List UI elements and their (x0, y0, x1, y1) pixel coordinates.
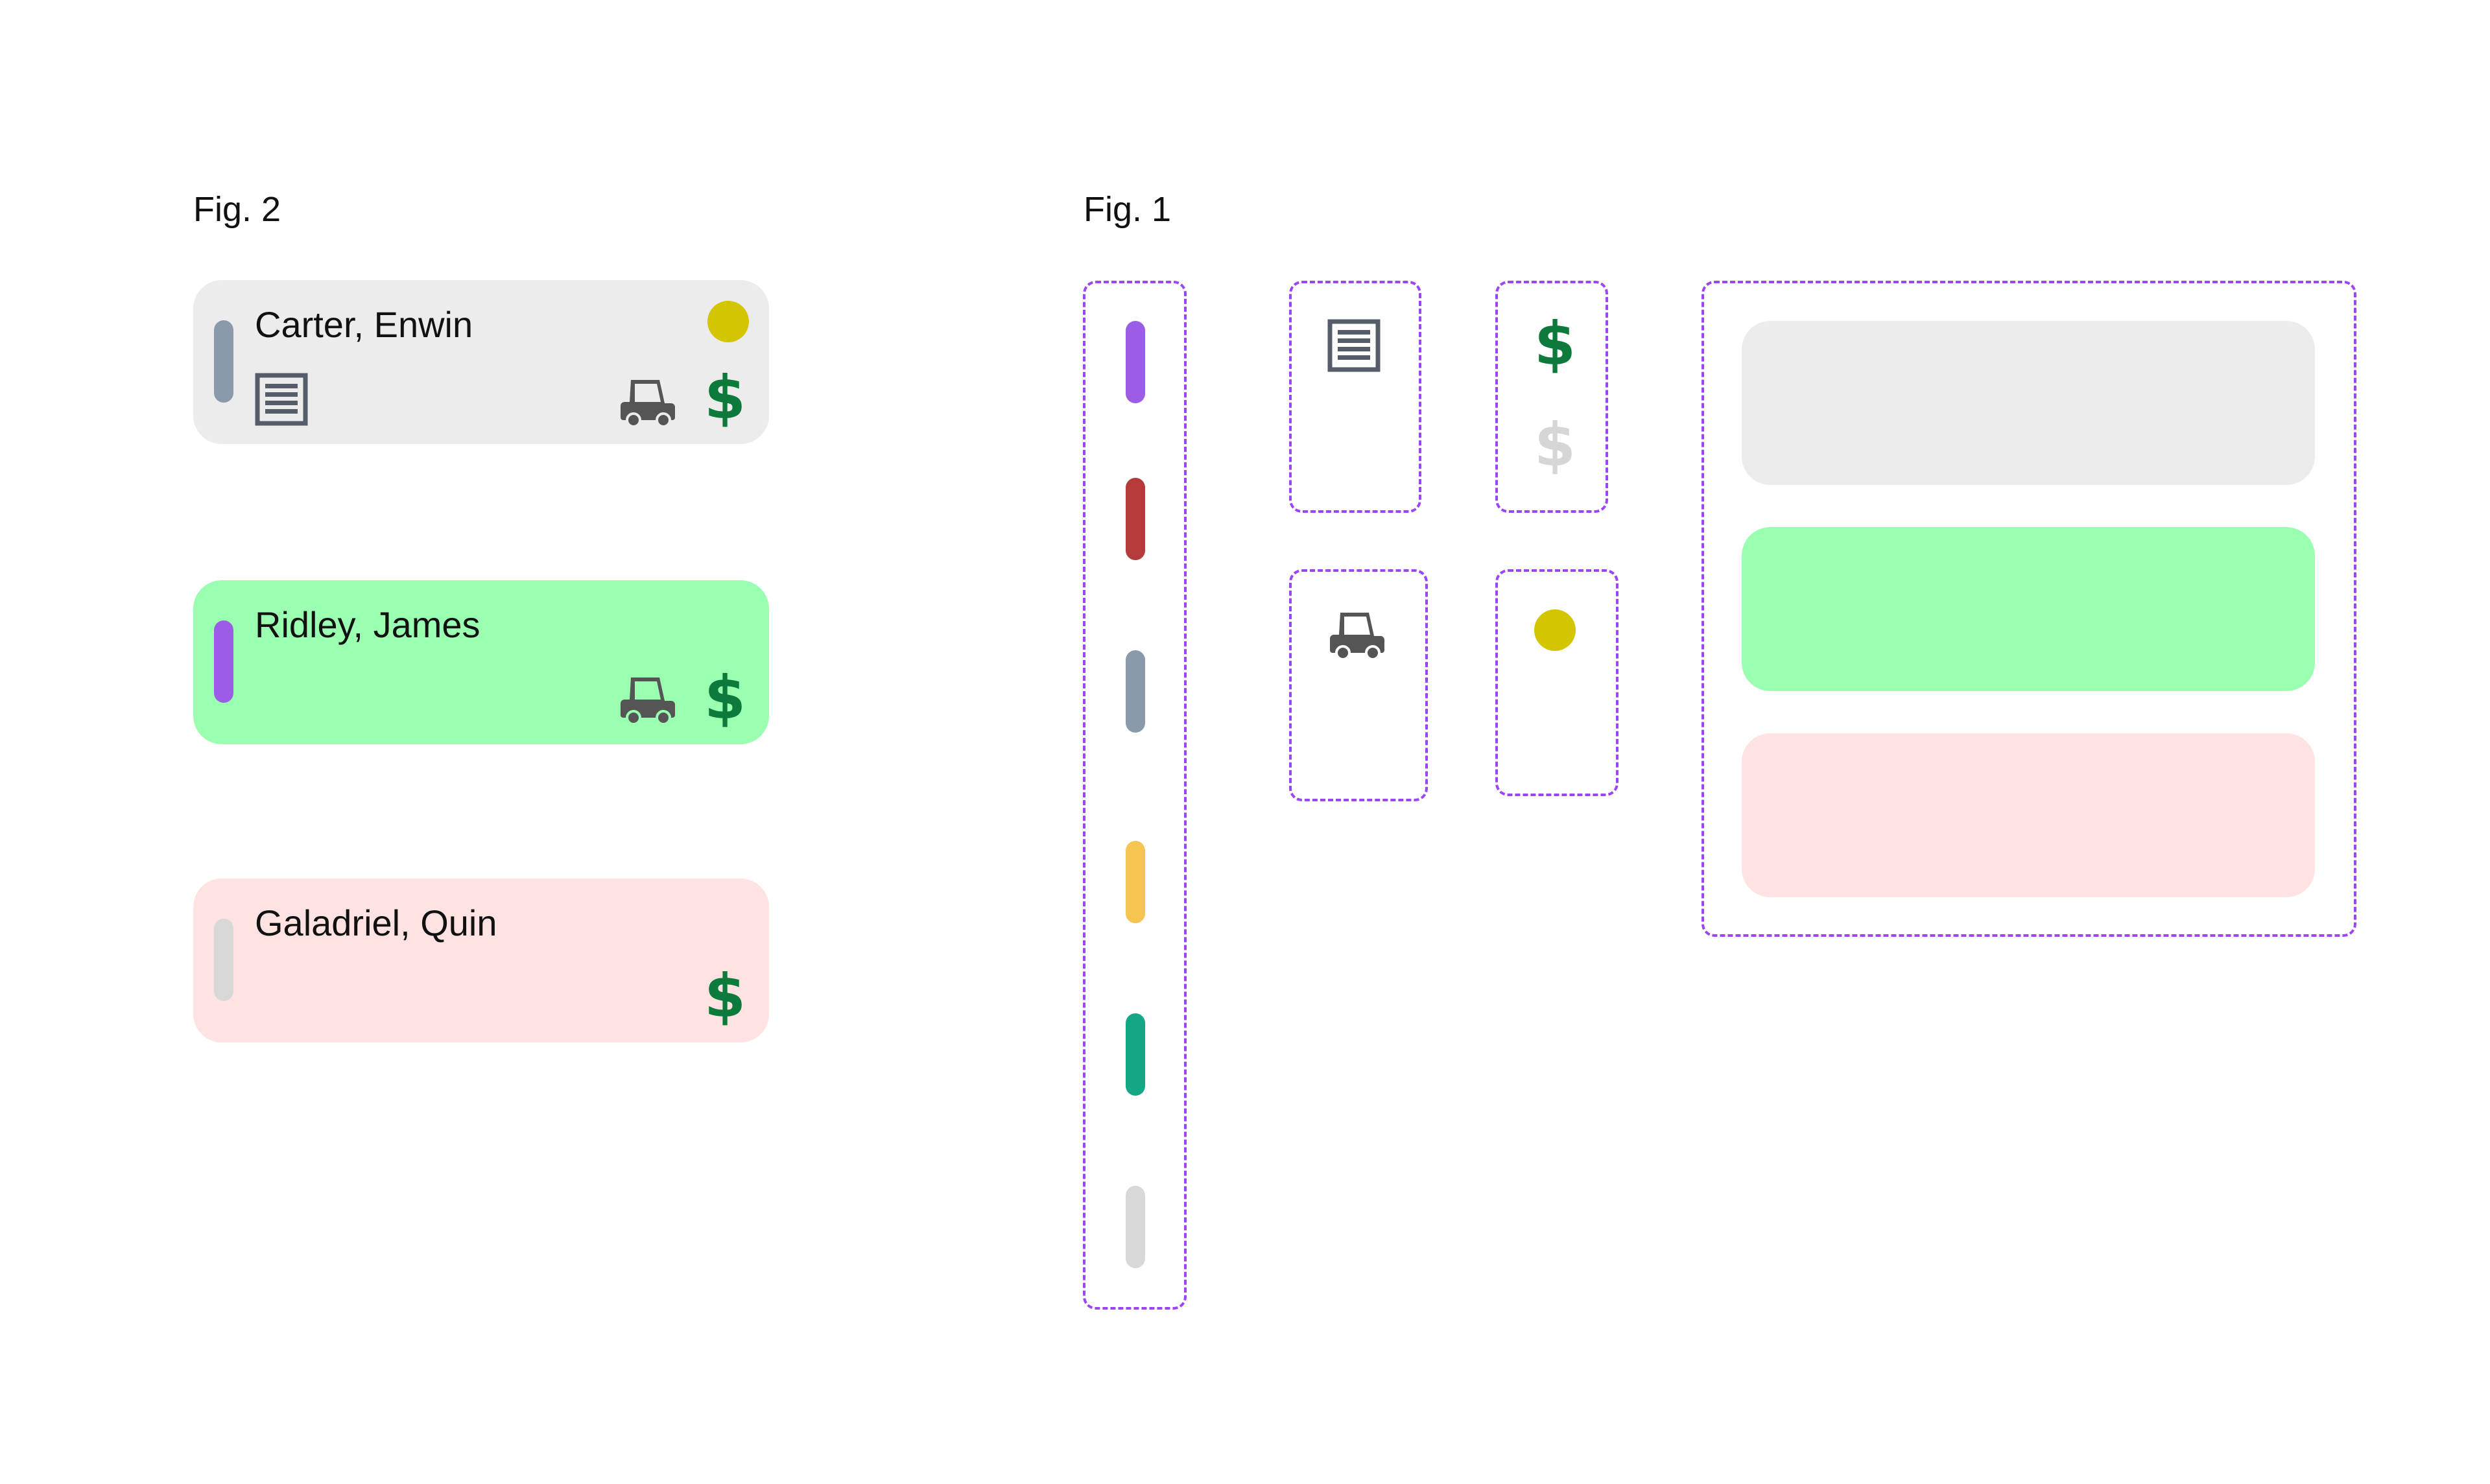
status-stripe (214, 620, 233, 703)
person-name: Carter, Enwin (255, 304, 473, 345)
fig2-label: Fig. 2 (193, 190, 281, 229)
person-card[interactable]: Ridley, James $ (193, 580, 769, 744)
golf-cart-icon-frame (1289, 569, 1428, 801)
golf-cart-icon (621, 677, 675, 725)
stripe-slate (1126, 650, 1145, 733)
yellow-dot-icon-frame (1495, 569, 1618, 796)
person-card[interactable]: Carter, Enwin $ (193, 280, 769, 444)
stripe-gray (1126, 1186, 1145, 1268)
list-icon (1327, 319, 1381, 372)
stripe-purple (1126, 321, 1145, 403)
yellow-dot-icon (707, 301, 749, 342)
stripe-red (1126, 478, 1145, 560)
golf-cart-icon (1330, 613, 1384, 661)
dollar-icon-frame (1495, 281, 1608, 513)
stripe-teal (1126, 1013, 1145, 1096)
status-stripe (214, 320, 233, 403)
card-background-frame (1702, 281, 2356, 937)
stripe-palette-frame (1083, 281, 1187, 1310)
dollar-icon: $ (1534, 309, 1576, 379)
person-name: Galadriel, Quin (255, 902, 497, 943)
swatch-green (1742, 527, 2315, 691)
person-name: Ridley, James (255, 604, 480, 645)
dollar-icon: $ (704, 663, 746, 733)
swatch-gray (1742, 321, 2315, 485)
golf-cart-icon (621, 380, 675, 428)
swatch-pink (1742, 733, 2315, 897)
dollar-icon: $ (704, 363, 746, 432)
person-card[interactable]: Galadriel, Quin $ (193, 878, 769, 1042)
status-stripe (214, 919, 233, 1001)
yellow-dot-icon (1534, 609, 1576, 651)
dollar-icon: $ (704, 961, 746, 1031)
dollar-disabled-icon: $ (1534, 410, 1576, 480)
list-icon (255, 373, 308, 426)
fig1-label: Fig. 1 (1084, 190, 1172, 229)
stripe-yellow (1126, 841, 1145, 923)
list-icon-frame (1289, 281, 1421, 513)
